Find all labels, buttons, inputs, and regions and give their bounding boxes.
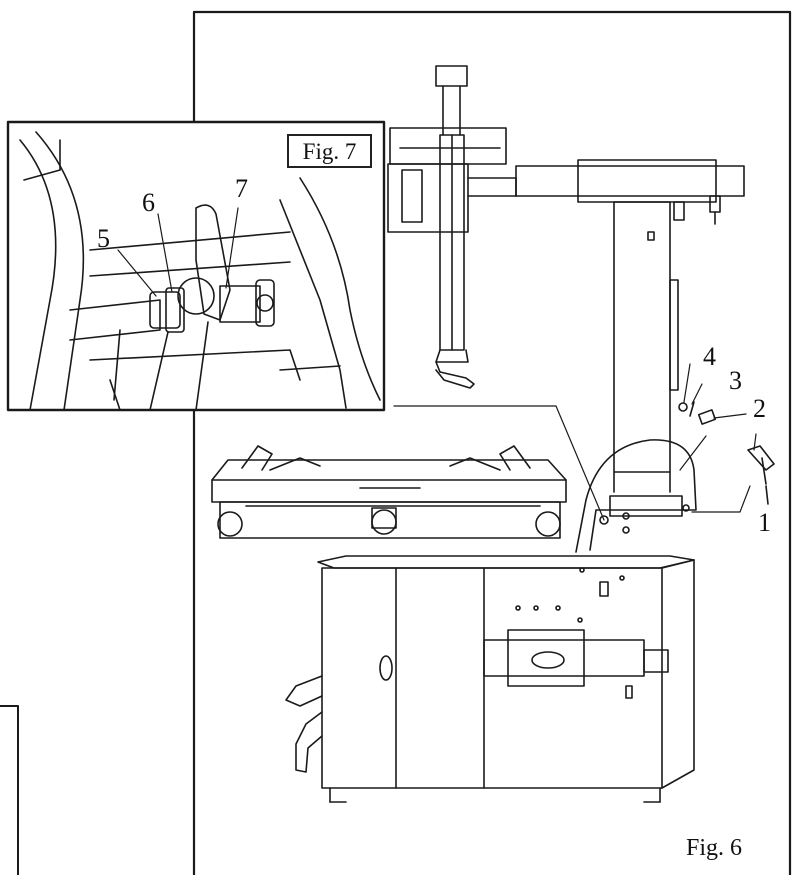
callout-2: 2 bbox=[753, 394, 766, 423]
figure-6-label: Fig. 6 bbox=[686, 835, 743, 861]
cabinet bbox=[317, 555, 695, 803]
turntable bbox=[211, 445, 567, 539]
callout-1: 1 bbox=[758, 508, 771, 537]
fig6-frame bbox=[192, 10, 792, 875]
figure-7-label: Fig. 7 bbox=[287, 134, 372, 168]
pedal bbox=[285, 675, 323, 773]
callout-3: 3 bbox=[729, 366, 742, 395]
bolt-assembly bbox=[678, 401, 775, 505]
callout-7: 7 bbox=[235, 174, 248, 203]
leader-lines bbox=[393, 363, 757, 521]
vertical-tool-column bbox=[435, 65, 475, 389]
callout-6: 6 bbox=[142, 188, 155, 217]
pivot-housing bbox=[575, 439, 697, 553]
fig7-leader-lines bbox=[117, 207, 239, 297]
vertical-tower bbox=[613, 201, 679, 493]
fig7-inset bbox=[6, 120, 386, 412]
callout-5: 5 bbox=[97, 224, 110, 253]
callout-4: 4 bbox=[703, 342, 716, 371]
horizontal-beam bbox=[515, 159, 745, 225]
tool-head bbox=[387, 127, 517, 233]
lower-left-box-fragment bbox=[0, 705, 19, 875]
